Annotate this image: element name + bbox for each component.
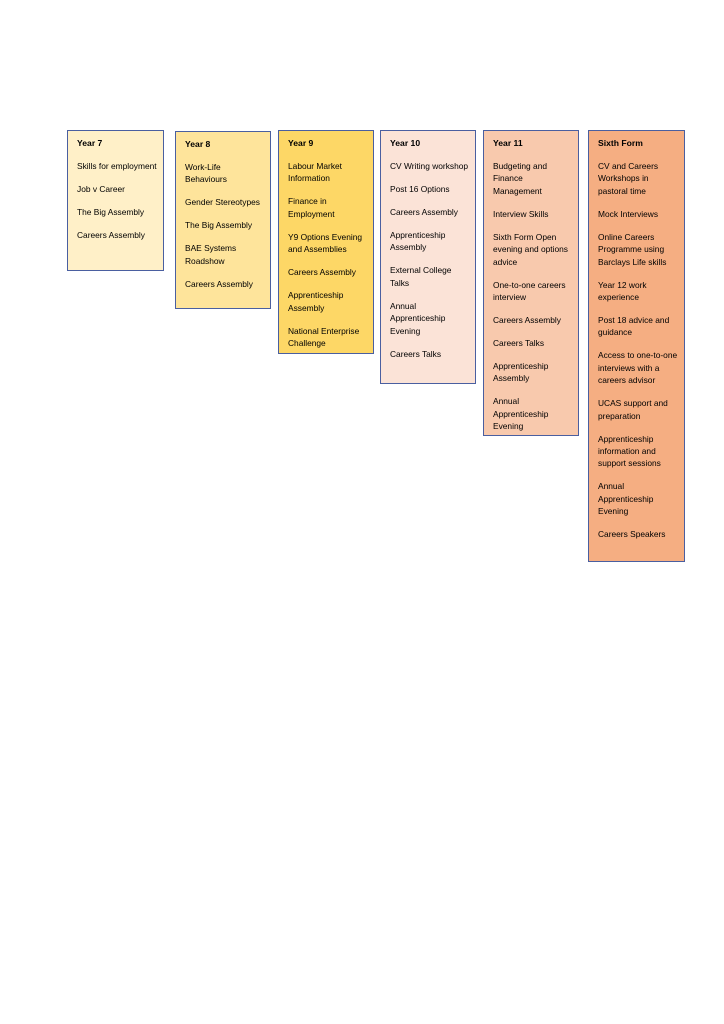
column-year-10: Year 10 CV Writing workshop Post 16 Opti… <box>380 130 476 384</box>
column-title: Year 9 <box>288 138 314 148</box>
activity-item: Careers Assembly <box>288 267 356 278</box>
activity-item: The Big Assembly <box>185 220 253 231</box>
activity-item: Careers Talks <box>493 338 545 349</box>
activity-item: Job v Career <box>77 184 125 194</box>
column-title: Year 11 <box>493 138 523 148</box>
column-title: Year 10 <box>390 138 421 148</box>
activity-item: CV and Careers Workshops in pastoral tim… <box>598 161 659 196</box>
activity-item: Skills for employment <box>77 161 157 171</box>
activity-item: Annual Apprenticeship Evening <box>598 481 654 517</box>
activity-list: Work-Life Behaviours Gender Stereotypes … <box>185 161 264 290</box>
activity-item: Budgeting and Finance Management <box>493 161 548 196</box>
activity-list: Labour Market Information Finance in Emp… <box>288 160 367 349</box>
activity-item: Online Careers Programme using Barclays … <box>598 231 667 267</box>
activity-item: Work-Life Behaviours <box>185 162 227 185</box>
column-title: Sixth Form <box>598 138 643 148</box>
column-year-7: Year 7 Skills for employment Job v Caree… <box>67 130 164 271</box>
activity-item: Careers Assembly <box>185 278 253 289</box>
activity-item: Careers Assembly <box>77 230 145 240</box>
activity-item: UCAS support and preparation <box>598 398 668 421</box>
activity-item: Careers Assembly <box>390 207 458 217</box>
activity-item: Y9 Options Evening and Assemblies <box>288 231 363 255</box>
activity-item: Apprenticeship Assembly <box>390 230 446 253</box>
activity-list: Budgeting and Finance Management Intervi… <box>493 160 572 433</box>
activity-item: Apprenticeship Assembly <box>288 290 344 313</box>
column-sixth-form: Sixth Form CV and Careers Workshops in p… <box>588 130 685 562</box>
activity-list: CV Writing workshop Post 16 Options Care… <box>390 160 469 360</box>
column-year-11: Year 11 Budgeting and Finance Management… <box>483 130 579 436</box>
column-year-9: Year 9 Labour Market Information Finance… <box>278 130 374 354</box>
column-year-8: Year 8 Work-Life Behaviours Gender Stere… <box>175 131 271 309</box>
column-title: Year 7 <box>77 138 103 148</box>
activity-item: The Big Assembly <box>77 207 145 217</box>
activity-item: Finance in Employment <box>288 196 335 219</box>
activity-item: Labour Market Information <box>288 161 342 184</box>
activity-item: Gender Stereotypes <box>185 197 260 208</box>
activity-item: National Enterprise Challenge <box>288 325 360 349</box>
activity-item: Careers Speakers <box>598 529 666 540</box>
column-title: Year 8 <box>185 139 211 149</box>
activity-item: BAE Systems Roadshow <box>185 243 237 266</box>
activity-item: Sixth Form Open evening and options advi… <box>493 231 568 267</box>
activity-item: CV Writing workshop <box>390 161 469 171</box>
activity-item: One-to-one careers interview <box>493 279 566 303</box>
activity-item: Apprenticeship information and support s… <box>598 433 661 469</box>
activity-item: Careers Talks <box>390 348 442 359</box>
activity-item: Interview Skills <box>493 208 549 219</box>
activity-item: Careers Assembly <box>493 315 561 326</box>
activity-item: Year 12 work experience <box>598 279 647 303</box>
activity-item: Mock Interviews <box>598 208 659 219</box>
activity-item: Post 16 Options <box>390 184 450 194</box>
activity-item: Apprenticeship Assembly <box>493 361 549 384</box>
activity-item: External College Talks <box>390 265 452 288</box>
activity-item: Annual Apprenticeship Evening <box>493 396 549 432</box>
activity-item: Annual Apprenticeship Evening <box>390 300 446 336</box>
activity-item: Access to one-to-one interviews with a c… <box>598 350 678 386</box>
activity-item: Post 18 advice and guidance <box>598 315 670 338</box>
activity-list: CV and Careers Workshops in pastoral tim… <box>598 160 678 541</box>
activity-list: Skills for employment Job v Career The B… <box>77 160 157 241</box>
